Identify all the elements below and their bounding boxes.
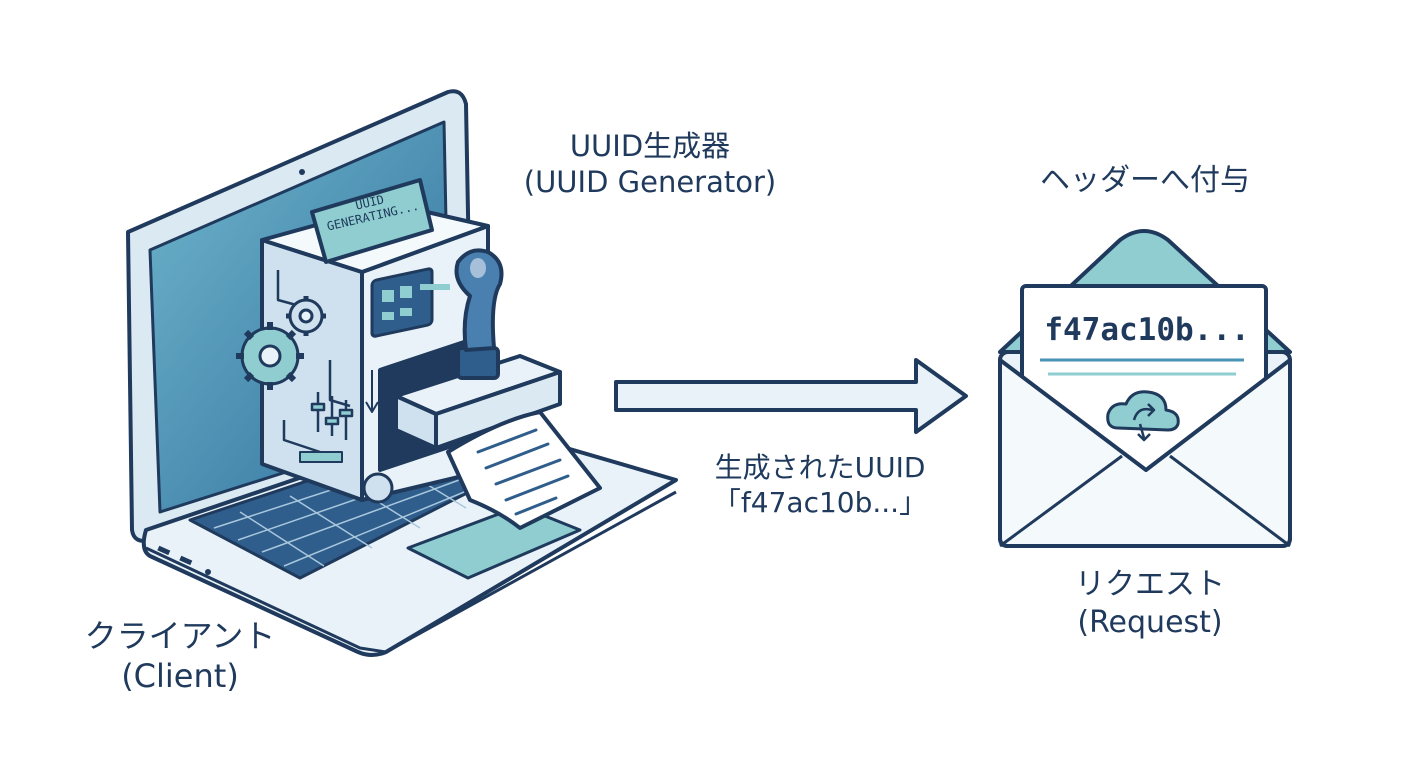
client-label-line2: (Client) [121,657,239,695]
client-label: クライアント (Client) [60,616,300,696]
client-label-line1: クライアント [84,617,276,655]
generated-uuid-label: 生成されたUUID 「f47ac10b...」 [690,450,950,520]
laptop-camera [299,169,305,175]
gear-icon [236,322,304,390]
control-panel [370,267,434,338]
machine-sign [310,178,434,264]
request-label-line1: リクエスト [1075,567,1225,602]
generated-uuid-label-line2: 「f47ac10b...」 [712,486,928,519]
generated-uuid-label-line1: 生成されたUUID [714,451,926,484]
laptop-port [205,569,211,575]
machine-knob [362,472,394,504]
header-attach-label: ヘッダーへ付与 [1000,162,1290,200]
envelope [998,229,1292,548]
laptop-base-edge [145,490,677,654]
stamp-icon [394,248,562,450]
laptop-port [179,555,193,566]
slider-controls [310,392,354,440]
panel-indicator [420,284,450,290]
arrow-right-icon [614,358,968,434]
envelope-pocket [998,358,1292,548]
generator-label: UUID生成器 (UUID Generator) [500,128,800,201]
envelope-card-uuid: f47ac10b... [1044,312,1250,348]
gear-icon [286,296,326,336]
trackpad [406,504,582,580]
header-attach-label-text: ヘッダーへ付与 [1040,163,1250,198]
generator-label-line2: (UUID Generator) [523,165,777,200]
request-label-line2: (Request) [1077,604,1223,640]
machine-slot [299,451,343,463]
laptop-port [157,545,171,556]
cloud-sync-icon [1106,390,1180,442]
uuid-paper [446,410,602,530]
request-label: リクエスト (Request) [1020,566,1280,641]
generator-label-line1: UUID生成器 [569,129,731,163]
